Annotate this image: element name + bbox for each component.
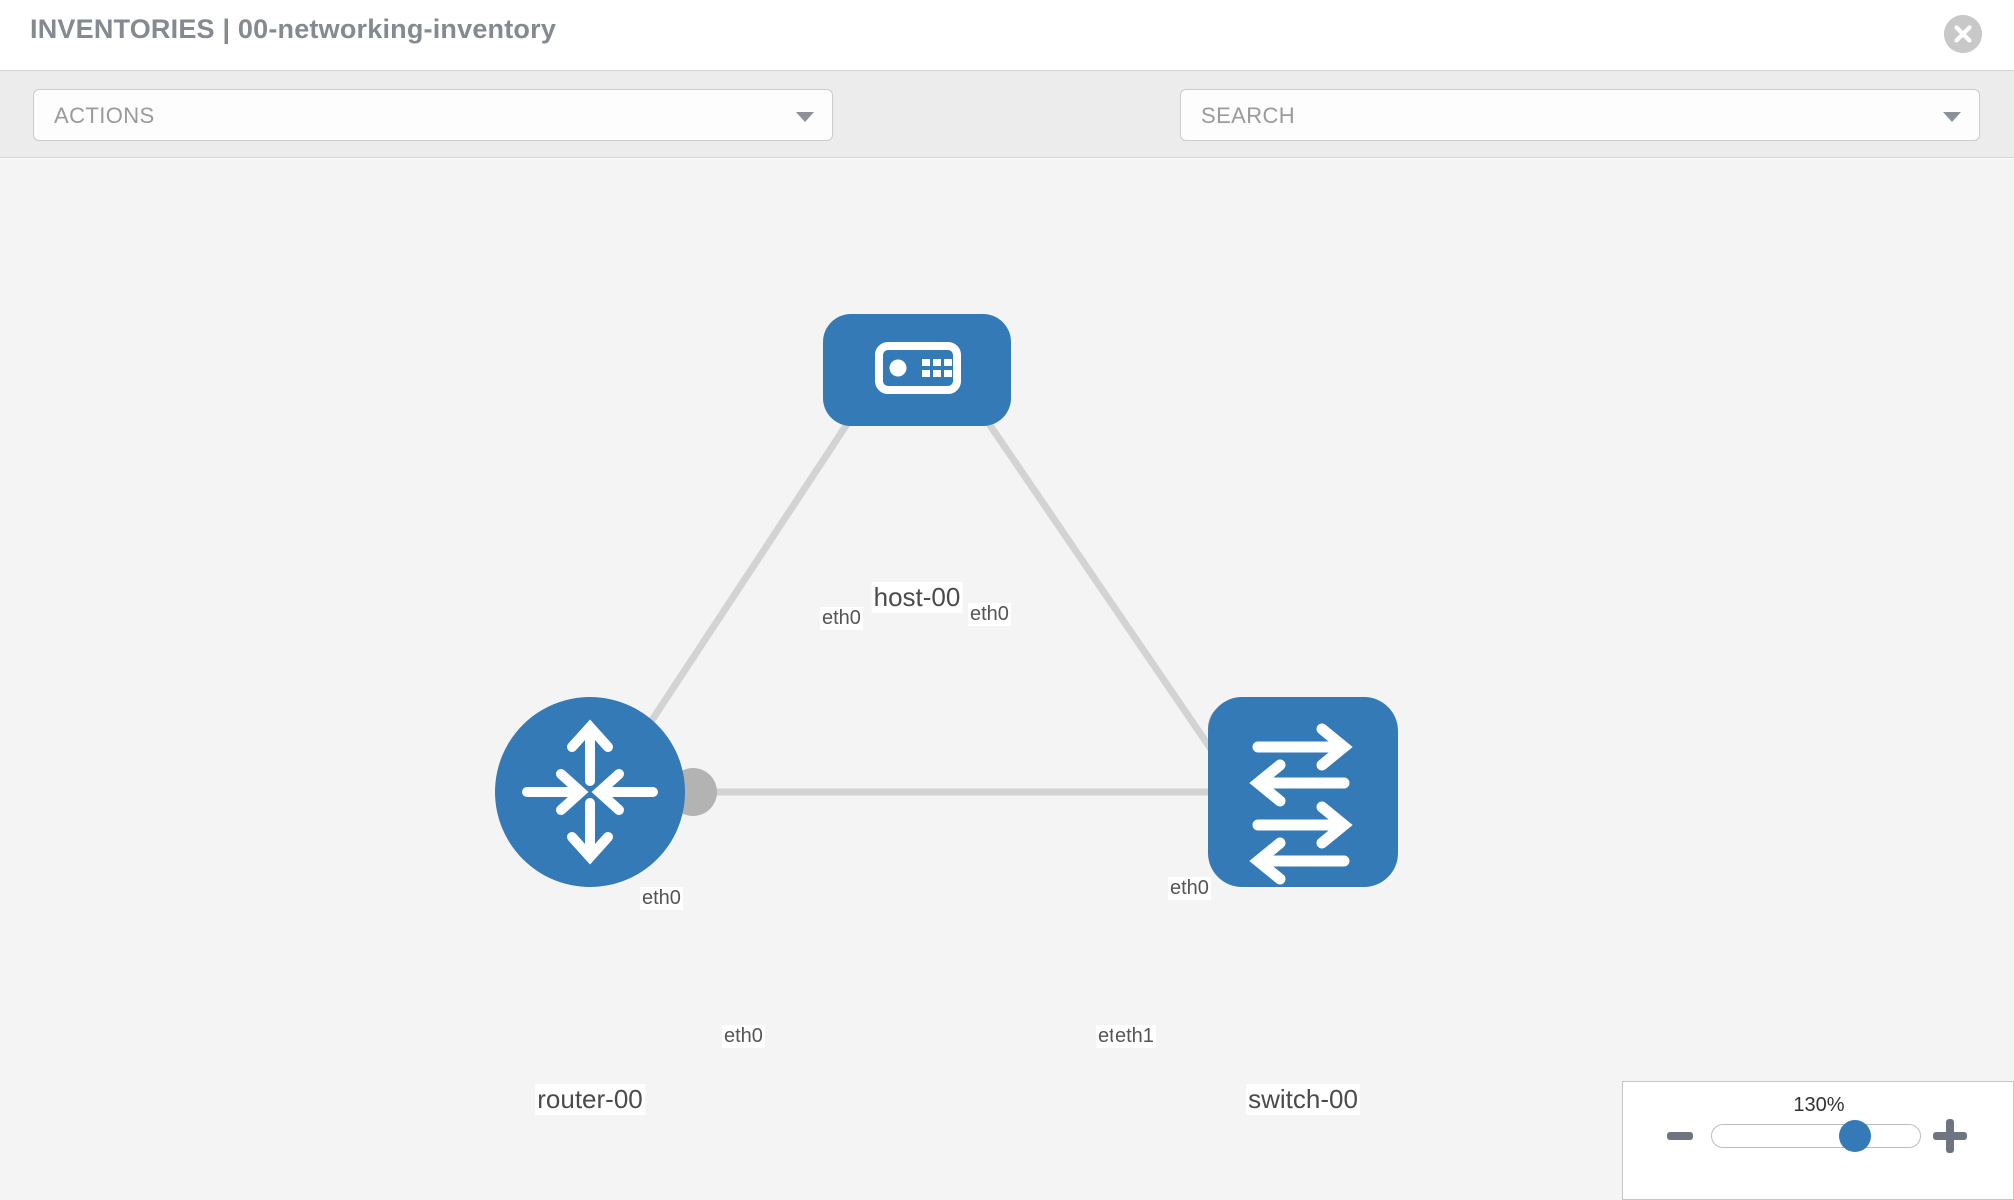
switch-arrows-icon: [1249, 723, 1353, 885]
zoom-slider-handle[interactable]: [1839, 1120, 1871, 1152]
page-header: INVENTORIES | 00-networking-inventory: [0, 0, 2014, 70]
server-icon: [875, 342, 961, 394]
zoom-level-value: 130%: [1793, 1094, 1845, 1116]
minus-icon[interactable]: [1667, 1132, 1693, 1140]
edge-label-switch00-host00: eth0: [1168, 877, 1211, 900]
edge-label-router00-switch00: eth0: [722, 1025, 765, 1048]
edge-label-host00-switch00: eth0: [968, 603, 1011, 626]
node-label-host-00: host-00: [871, 582, 963, 613]
search-placeholder: SEARCH: [1201, 103, 1296, 128]
node-router-00[interactable]: [495, 697, 685, 887]
edge-label-switch00-router00-eth1: eth1: [1113, 1025, 1156, 1048]
zoom-slider-track[interactable]: [1711, 1124, 1921, 1148]
node-switch-00[interactable]: [1208, 697, 1398, 887]
edge-label-host00-router00: eth0: [820, 607, 863, 630]
toolbar: ACTIONS SEARCH: [0, 70, 2014, 198]
close-icon[interactable]: [1944, 15, 1982, 53]
zoom-control-panel: 130%: [1622, 1081, 2014, 1200]
topology-graph: [495, 314, 1398, 887]
chevron-down-icon: [796, 112, 814, 122]
node-label-switch-00: switch-00: [1246, 1084, 1360, 1115]
plus-icon[interactable]: [1933, 1119, 1967, 1153]
link-host00-switch00[interactable]: [952, 372, 1248, 801]
actions-dropdown[interactable]: ACTIONS: [33, 89, 833, 141]
search-input[interactable]: SEARCH: [1180, 89, 1980, 141]
topology-canvas[interactable]: eth0 eth0 eth0 eth0 eth0 eth0 eth1 host-…: [0, 159, 2014, 1200]
chevron-down-icon[interactable]: [1943, 112, 1961, 122]
node-host-00[interactable]: [823, 314, 1011, 426]
page-title: INVENTORIES | 00-networking-inventory: [30, 14, 557, 44]
actions-dropdown-label: ACTIONS: [54, 103, 155, 128]
edge-label-router00-host00: eth0: [640, 887, 683, 910]
router-arrows-icon: [522, 719, 658, 865]
node-label-router-00: router-00: [535, 1084, 645, 1115]
